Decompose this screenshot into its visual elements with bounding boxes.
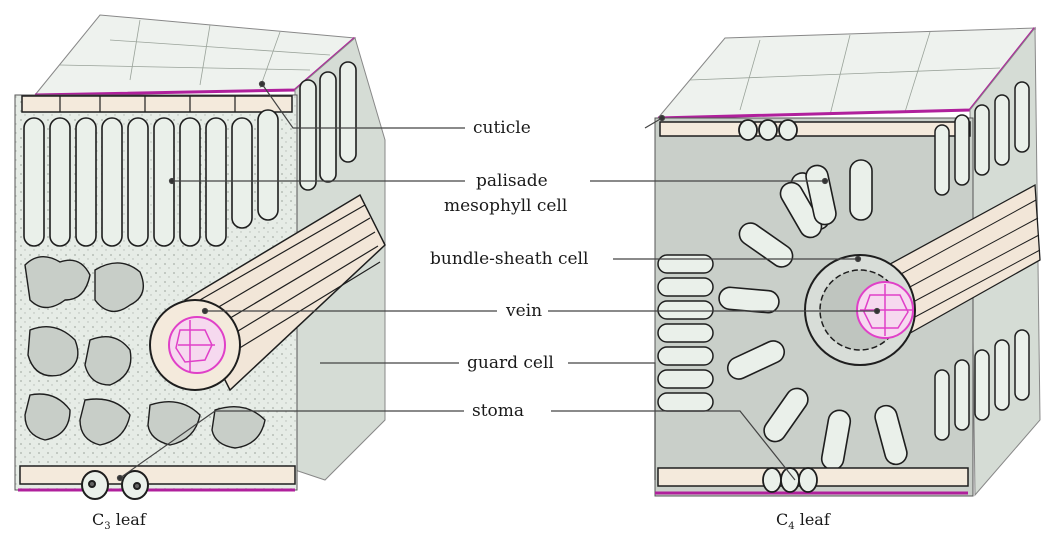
label-vein: vein [506, 301, 542, 321]
c4-vascular-tissue [857, 282, 913, 338]
c3-leaf-block [15, 15, 385, 499]
c4-leaf-block [655, 28, 1040, 496]
caption-c4-suffix: leaf [795, 510, 830, 529]
caption-c3-prefix: C [92, 510, 104, 529]
label-palisade-line2: mesophyll cell [444, 196, 567, 216]
label-cuticle: cuticle [473, 118, 531, 138]
label-stoma: stoma [472, 401, 524, 421]
label-palisade-line1: palisade [476, 171, 548, 191]
label-guard-cell: guard cell [467, 353, 554, 373]
caption-c3-suffix: leaf [111, 510, 146, 529]
label-bundle-sheath-cell: bundle-sheath cell [430, 249, 588, 269]
caption-c3-leaf: C3 leaf [92, 510, 146, 532]
caption-c4-prefix: C [776, 510, 788, 529]
caption-c4-leaf: C4 leaf [776, 510, 830, 532]
